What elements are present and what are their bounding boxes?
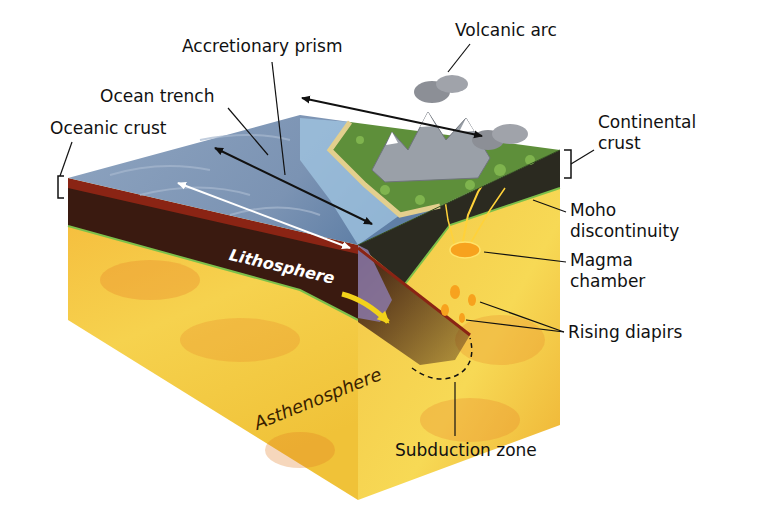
magma-diapirs-part: [470, 188, 505, 244]
part-label: Oceanic crust: [50, 118, 167, 139]
leader-lines-part: [228, 108, 268, 155]
part-label: Ocean trench: [100, 86, 214, 107]
volcano-smoke-part: [492, 124, 528, 144]
leader-lines-part: [58, 176, 64, 198]
magma-diapirs-part: [450, 285, 460, 299]
top-face-part: [525, 155, 535, 165]
leader-lines-part: [412, 338, 472, 379]
leader-lines-part: [302, 98, 482, 136]
part-label: Moho discontinuity: [570, 200, 710, 242]
top-face-part: [386, 112, 474, 145]
magma-diapirs-part: [441, 304, 449, 316]
leader-lines-part: [342, 294, 388, 322]
part-label: Continental crust: [598, 112, 716, 154]
magma-diapirs-part: [459, 313, 465, 323]
magma-diapirs-part: [445, 200, 455, 246]
volcano-smoke: [414, 75, 528, 150]
top-face-part: [415, 195, 425, 205]
left-face-part: [180, 318, 300, 362]
part-label: Volcanic arc: [455, 20, 557, 41]
magma-diapirs-part: [468, 294, 476, 306]
left-face-part: [100, 260, 200, 300]
part-label: Subduction zone: [395, 440, 537, 461]
leader-lines-part: [215, 148, 372, 224]
leader-lines-part: [60, 142, 72, 176]
top-face-part: [372, 112, 490, 182]
part-label: Magma chamber: [570, 250, 680, 292]
leader-lines-part: [454, 382, 455, 436]
top-face-part: [110, 135, 320, 215]
top-face-part: [380, 185, 390, 195]
leader-lines-part: [533, 200, 566, 212]
top-face-part: [465, 180, 475, 190]
top-face-part: [494, 164, 506, 176]
volcano-smoke-part: [436, 75, 468, 93]
leader-lines-part: [178, 183, 350, 248]
leader-lines-part: [484, 252, 566, 262]
leader-lines-part: [571, 150, 594, 164]
part-label: Accretionary prism: [182, 36, 342, 57]
leader-lines-part: [466, 320, 564, 332]
leader-lines: [58, 44, 594, 436]
part-label: Rising diapirs: [568, 322, 682, 343]
top-face-part: [358, 150, 560, 245]
magma-diapirs-part: [450, 242, 480, 258]
right-face-part: [420, 398, 520, 442]
top-face-part: [356, 136, 364, 144]
leader-lines-part: [448, 44, 470, 72]
right-face-part: [358, 248, 470, 335]
left-face-part: [265, 432, 335, 468]
leader-lines-part: [564, 150, 571, 178]
leader-lines-part: [480, 302, 564, 332]
leader-lines-part: [272, 62, 285, 175]
right-face-part: [455, 315, 545, 365]
